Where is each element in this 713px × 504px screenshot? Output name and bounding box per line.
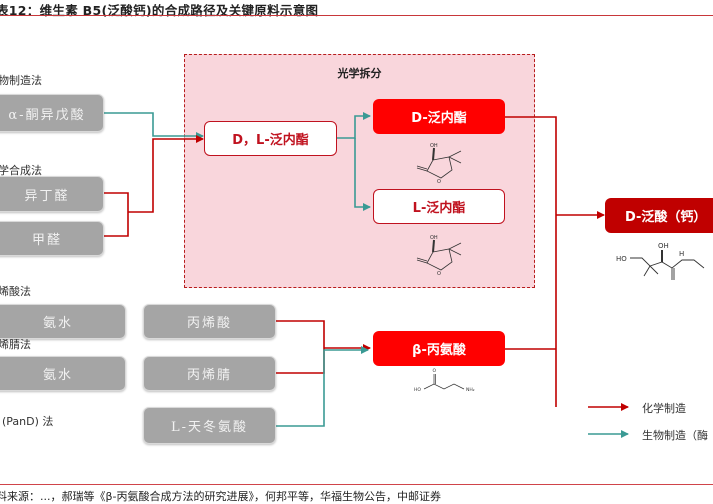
node-acrylonitrile: 丙烯腈 — [143, 356, 276, 391]
node-keto-isovaleric-acid: α-酮异戊酸 — [0, 94, 104, 132]
node-l-pantolactone: L-泛内酯 — [373, 189, 505, 224]
title-divider — [0, 15, 713, 16]
section-label-acrylic-acid: 烯酸法 — [0, 285, 31, 298]
node-l-aspartic-acid: L-天冬氨酸 — [143, 407, 276, 444]
chem-line-isobutyraldehyde — [104, 192, 129, 237]
section-label-chem: 学合成法 — [0, 164, 42, 177]
beta-alanine-structure: HO NH₂ O — [414, 368, 475, 393]
figure-title: 表12：维生素 B5(泛酸钙)的合成路径及关键原料示意图 — [0, 3, 319, 18]
node-dl-pantolactone: D，L-泛内酯 — [204, 121, 337, 156]
d-pantolactone-structure: OH O — [416, 143, 462, 185]
node-formaldehyde: 甲醛 — [0, 221, 104, 256]
svg-text:O: O — [437, 179, 441, 185]
section-label-bio: 物制造法 — [0, 74, 42, 87]
node-d-pantothenic-acid: D-泛酸（钙） — [605, 198, 713, 233]
node-isobutyraldehyde: 异丁醛 — [0, 176, 104, 212]
oh-label: OH — [430, 143, 438, 149]
zone-title: 光学拆分 — [337, 67, 382, 80]
source-note: 料来源：...，郝瑞等《β-丙氨酸合成方法的研究进展》，何邦平等，华福生物公告，… — [0, 490, 441, 503]
oh-label: OH — [658, 242, 669, 250]
legend-bio-label: 生物制造（酶 — [642, 429, 708, 442]
bio-line-aspartic — [276, 346, 369, 427]
node-ammonia-1: 氨水 — [0, 304, 126, 339]
svg-text:O: O — [437, 271, 441, 277]
h-label: H — [679, 250, 684, 258]
svg-text:O: O — [433, 368, 437, 374]
oh-label: OH — [430, 235, 438, 241]
ho-label: HO — [414, 387, 421, 393]
chem-line-acrylic — [276, 320, 325, 374]
l-pantolactone-structure: OH O — [416, 235, 462, 277]
section-label-acrylonitrile: 烯腈法 — [0, 338, 31, 351]
footer-divider — [0, 484, 713, 485]
nh2-label: NH₂ — [466, 387, 475, 393]
ho-label: HO — [616, 255, 627, 263]
node-ammonia-2: 氨水 — [0, 356, 126, 391]
section-label-pand: (PanD) 法 — [2, 415, 54, 428]
legend-chem-label: 化学制造 — [642, 402, 686, 415]
node-beta-alanine: β-丙氨酸 — [373, 331, 505, 366]
pantothenic-acid-structure: HO OH H — [616, 242, 705, 280]
node-acrylic-acid: 丙烯酸 — [143, 304, 276, 339]
optical-resolution-zone: 光学拆分 — [184, 54, 535, 288]
node-d-pantolactone: D-泛内酯 — [373, 99, 505, 134]
